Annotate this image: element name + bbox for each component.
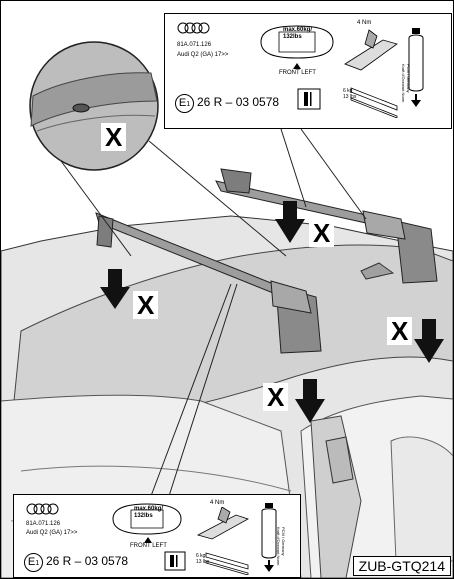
roof-bar-icon — [350, 87, 398, 118]
approval-number: 26 R – 03 0578 — [46, 554, 129, 568]
position-marker-icon — [144, 537, 152, 543]
x-marker-rear: X — [309, 219, 335, 247]
sticker-top-torque: 4 Nm — [357, 20, 372, 26]
sticker-bottom-rotated-text: PCM / Germany Kraft d'Ocewart Norm — [276, 527, 286, 566]
arrow-down-4 — [295, 379, 325, 423]
seat-outline — [390, 436, 453, 562]
ece-mark: E1 — [24, 553, 43, 572]
sticker-top-weight: 6 kg 13 lbs — [343, 88, 357, 100]
sticker-bottom-weight: 6 kg 13 lbs — [196, 553, 210, 565]
sticker-top-load: max.60kg/ 132lbs — [283, 27, 313, 40]
x-marker-zoom: X — [101, 123, 127, 151]
sticker-bottom-load: max.60kg/ 132lbs — [134, 506, 164, 519]
sticker-top-part-number: 81A.071.126 — [177, 42, 212, 48]
top-sticker-leader-1 — [280, 128, 307, 208]
sticker-top-rotated-text: PCM / Germany Kraft d'Ocewart Norm — [401, 64, 411, 103]
sticker-bottom-torque: 4 Nm — [210, 500, 225, 506]
car-side-view-icon — [261, 503, 277, 572]
top-sticker-leader-2 — [300, 128, 367, 220]
rear-roof-bar — [215, 168, 438, 284]
dashboard-line — [20, 465, 292, 492]
sticker-bottom-part-number: 81A.071.126 — [26, 521, 61, 527]
sticker-bottom-position: FRONT LEFT — [130, 543, 167, 549]
arrow-down-2 — [275, 201, 305, 243]
bottom-sticker-leader-2 — [168, 283, 238, 497]
position-marker-icon — [293, 63, 301, 69]
x-marker-front-left: X — [133, 291, 159, 319]
manual-icon — [297, 88, 321, 110]
diagram-code: ZUB-GTQ214 — [352, 556, 451, 576]
wrench-icon — [344, 29, 398, 71]
front-roof-bar — [95, 212, 322, 354]
wrench-icon — [196, 507, 249, 540]
bottom-sticker-leader-1 — [150, 283, 232, 497]
antenna-fin — [360, 262, 395, 280]
sticker-top: 81A.071.126 Audi Q2 (GA) 17>> max.60kg/ … — [164, 13, 452, 129]
roof-bar-icon — [205, 552, 249, 575]
ece-mark: E1 — [175, 94, 194, 113]
arrow-down-1 — [100, 269, 130, 309]
arrow-down-3 — [414, 319, 444, 363]
car-top-view-icon — [260, 25, 334, 59]
mirror — [325, 436, 354, 484]
sticker-bottom-model: Audi Q2 (GA) 17>> — [26, 530, 78, 536]
audi-logo-top — [177, 22, 210, 34]
sticker-top-position: FRONT LEFT — [279, 70, 316, 76]
audi-logo-bottom — [26, 503, 59, 515]
car-top-view-icon — [112, 503, 182, 535]
approval-number: 26 R – 03 0578 — [197, 95, 280, 109]
sticker-top-model: Audi Q2 (GA) 17>> — [177, 52, 229, 58]
car-side-view-icon — [408, 28, 424, 107]
manual-icon — [164, 551, 186, 571]
x-marker-right: X — [387, 317, 413, 345]
x-marker-front-right: X — [263, 383, 289, 411]
sticker-bottom: 81A.071.126 Audi Q2 (GA) 17>> max.60kg/ … — [13, 494, 301, 578]
